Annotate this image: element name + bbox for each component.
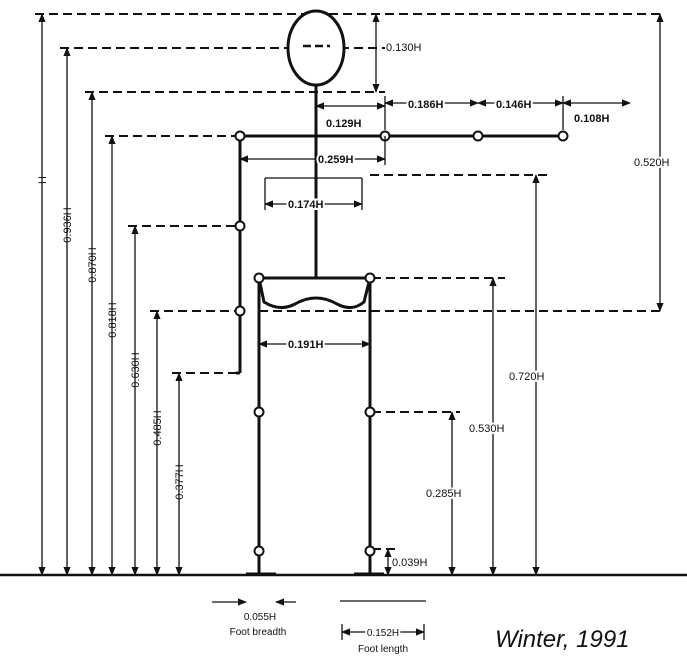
label-0377: 0.377H [174, 464, 186, 500]
elbow-joint [472, 130, 484, 142]
foot-breadth-caption: Foot breadth [230, 627, 287, 638]
label-0191: 0.191H [288, 339, 324, 351]
label-0186: 0.186H [408, 99, 444, 111]
label-0936: 0.936H [62, 207, 74, 243]
credit-text: Winter, 1991 [495, 626, 630, 653]
label-0530: 0.530H [469, 423, 505, 435]
label-0720: 0.720H [509, 371, 545, 383]
label-0520: 0.520H [634, 157, 670, 169]
label-0259: 0.259H [318, 154, 354, 166]
hip-left-joint [253, 272, 265, 284]
wrist-joint [557, 130, 569, 142]
label-0174: 0.174H [288, 199, 324, 211]
label-0129: 0.129H [326, 118, 362, 130]
knee-left-joint [253, 406, 265, 418]
dimension-labels: H 0.936H 0.870H 0.818H 0.630H 0.485H 0.3… [37, 42, 672, 655]
ankle-right-joint [364, 545, 376, 557]
knee-right-joint [364, 406, 376, 418]
shoulder-left-joint [234, 130, 246, 142]
hip-right-joint [364, 272, 376, 284]
label-0630: 0.630H [130, 352, 142, 388]
label-0039: 0.039H [392, 557, 428, 569]
width-dimensions [212, 96, 631, 640]
label-0485: 0.485H [152, 410, 164, 446]
joints [234, 130, 569, 557]
height-dimensions-left [38, 13, 183, 576]
label-0285: 0.285H [426, 488, 462, 500]
label-0130: 0.130H [386, 42, 422, 54]
label-0152: 0.152H [367, 628, 399, 639]
label-0870: 0.870H [87, 247, 99, 283]
ankle-left-joint [253, 545, 265, 557]
foot-length-caption: Foot length [358, 644, 408, 655]
label-0108: 0.108H [574, 113, 610, 125]
label-0055: 0.055H [244, 612, 276, 623]
label-0818: 0.818H [107, 302, 119, 338]
reference-levels-left [35, 13, 665, 550]
elbow-left-joint [234, 220, 246, 232]
head [286, 9, 346, 87]
wrist-left-joint [234, 305, 246, 317]
label-H: H [37, 176, 49, 184]
height-dimensions-right [372, 13, 664, 576]
label-0146: 0.146H [496, 99, 532, 111]
stick-figure [236, 9, 565, 576]
